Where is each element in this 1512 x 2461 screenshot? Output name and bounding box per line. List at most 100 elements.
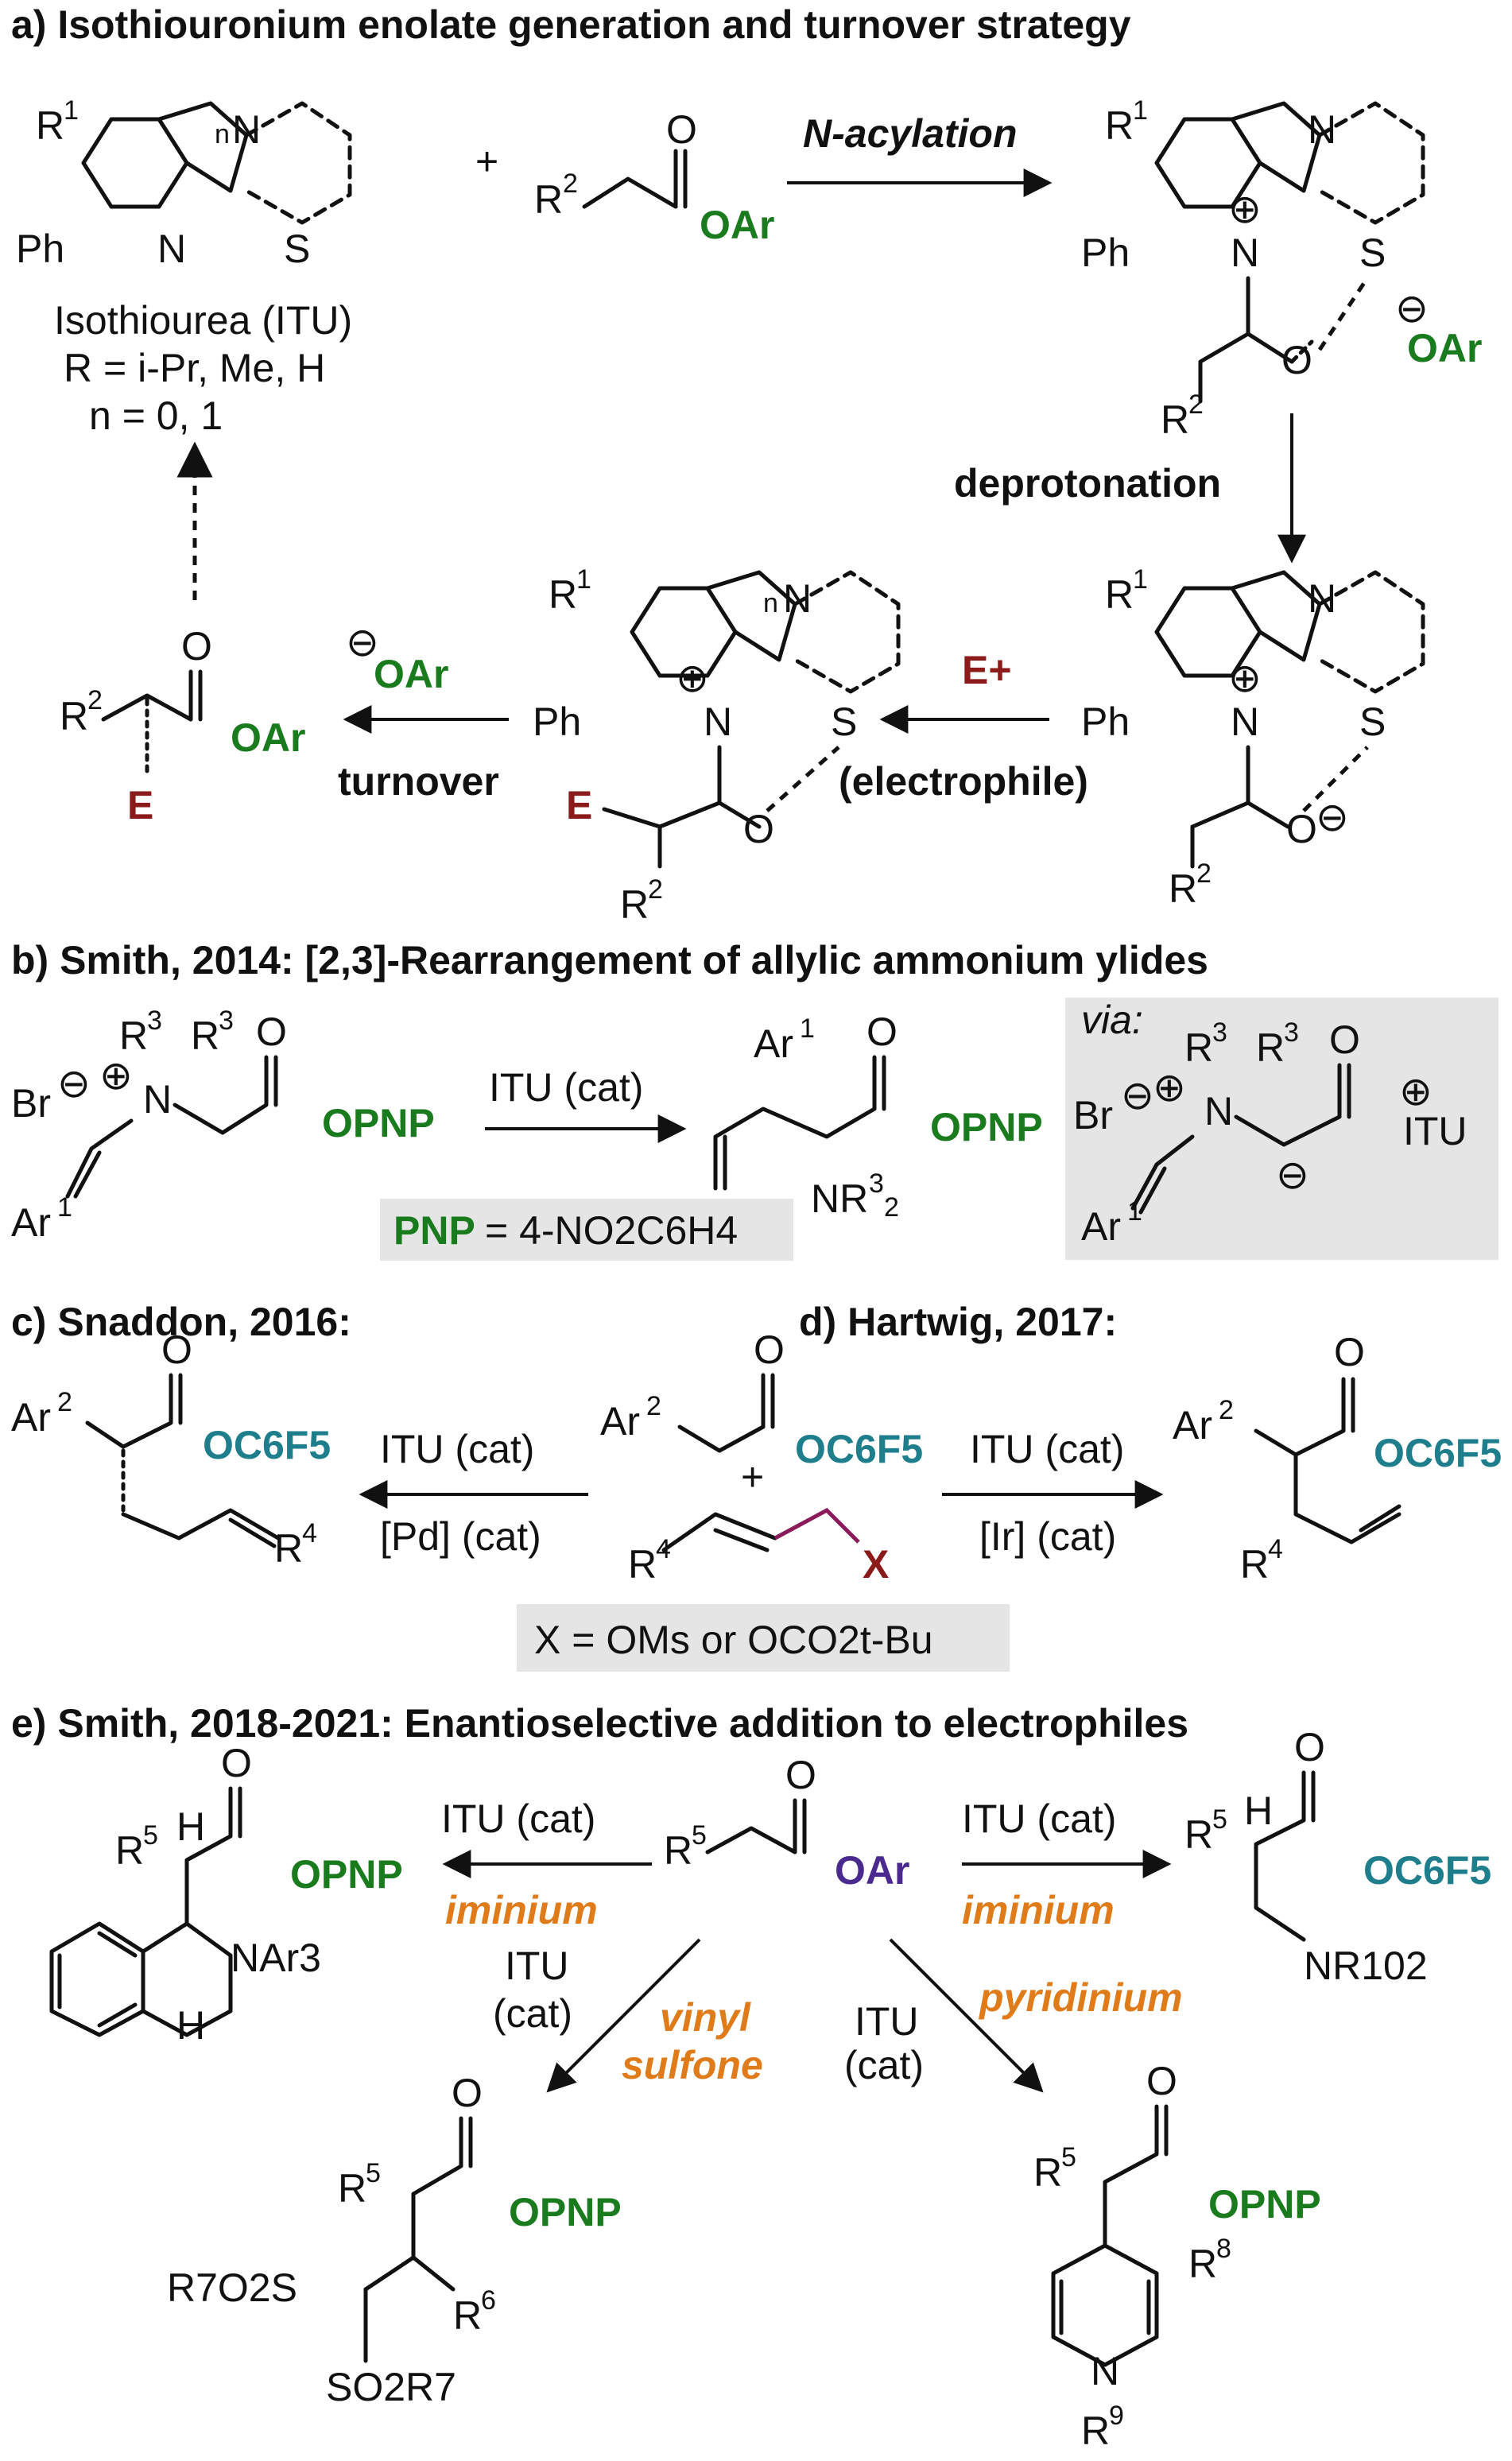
svg-text:R: R xyxy=(620,882,649,927)
svg-text:R: R xyxy=(60,694,88,738)
svg-text:S: S xyxy=(284,227,310,271)
svg-text:R: R xyxy=(1081,2409,1110,2453)
pyridinium-label: pyridinium xyxy=(978,1975,1183,2020)
svg-text:⊕: ⊕ xyxy=(1153,1065,1186,1110)
svg-text:+: + xyxy=(475,139,498,184)
svg-text:N: N xyxy=(143,1077,172,1122)
svg-text:N: N xyxy=(232,107,261,152)
svg-text:NR: NR xyxy=(811,1176,868,1221)
svg-text:n: n xyxy=(215,119,230,149)
svg-text:O: O xyxy=(452,2071,483,2115)
svg-text:Ph: Ph xyxy=(533,700,581,744)
svg-text:1: 1 xyxy=(1127,1196,1142,1227)
panel-d-reagent-top: ITU (cat) xyxy=(970,1427,1124,1471)
svg-text:R: R xyxy=(1033,2150,1062,2195)
svg-text:Ar: Ar xyxy=(1173,1403,1212,1448)
svg-text:OPNP: OPNP xyxy=(290,1852,403,1897)
svg-text:3: 3 xyxy=(147,1006,162,1036)
svg-text:N: N xyxy=(783,576,812,621)
panel-e-heading: e) Smith, 2018-2021: Enantioselective ad… xyxy=(11,1701,1188,1746)
svg-text:OC6F5: OC6F5 xyxy=(1363,1848,1491,1893)
svg-text:+: + xyxy=(741,1455,764,1499)
itu-n-definition: n = 0, 1 xyxy=(89,393,223,438)
alkylated-acyl-ammonium-structure: R1 Ph N ⊕ S N n O E R2 xyxy=(533,564,898,927)
isothiouronium-enolate-structure: R1 Ph N ⊕ S N O ⊖ R2 xyxy=(1081,564,1423,911)
svg-text:O: O xyxy=(1281,338,1312,382)
svg-text:9: 9 xyxy=(1109,2401,1124,2431)
svg-text:OPNP: OPNP xyxy=(1208,2182,1321,2227)
vinyl-label: vinyl xyxy=(660,1995,751,2040)
svg-text:H: H xyxy=(176,2003,205,2048)
svg-text:O: O xyxy=(256,1010,287,1054)
pyridinium-reagent-2: (cat) xyxy=(844,2043,924,2087)
svg-text:⊖: ⊖ xyxy=(346,620,379,665)
electrophile-step-label: (electrophile) xyxy=(839,759,1088,804)
x-definition-box xyxy=(517,1604,1010,1672)
svg-text:Ar: Ar xyxy=(1081,1204,1121,1249)
svg-text:O: O xyxy=(1334,1330,1365,1374)
svg-text:O: O xyxy=(1329,1017,1360,1062)
svg-text:⊖: ⊖ xyxy=(1395,286,1429,331)
panel-a-heading: a) Isothiouronium enolate generation and… xyxy=(11,2,1131,47)
svg-text:R: R xyxy=(115,1828,144,1873)
n-acylation-label: N-acylation xyxy=(803,111,1018,156)
svg-text:R: R xyxy=(274,1526,303,1571)
itu-r-definition: R = i-Pr, Me, H xyxy=(64,346,325,390)
turnover-label: turnover xyxy=(338,759,499,804)
pyridinium-reagent-1: ITU xyxy=(855,1999,919,2044)
svg-text:R: R xyxy=(1240,1542,1269,1587)
svg-text:2: 2 xyxy=(884,1192,899,1223)
svg-text:5: 5 xyxy=(1212,1804,1227,1835)
svg-text:Br: Br xyxy=(1073,1093,1113,1137)
svg-text:R: R xyxy=(1169,866,1197,911)
svg-text:2: 2 xyxy=(563,169,578,199)
x-definition: X = OMs or OCO2t-Bu xyxy=(534,1618,933,1662)
svg-text:R: R xyxy=(453,2293,482,2338)
svg-text:3: 3 xyxy=(1284,1017,1299,1048)
svg-text:O: O xyxy=(754,1327,785,1372)
svg-text:O: O xyxy=(666,107,697,152)
svg-text:E: E xyxy=(127,783,153,827)
vinyl-sulfone-arrow xyxy=(546,1938,701,2093)
pnp-definition-box xyxy=(380,1199,793,1261)
svg-text:1: 1 xyxy=(57,1192,72,1223)
panel-d-heading: d) Hartwig, 2017: xyxy=(799,1300,1117,1344)
svg-text:E: E xyxy=(566,783,592,827)
svg-text:N: N xyxy=(1308,576,1336,621)
svg-text:O: O xyxy=(181,624,212,669)
panel-c-reagent-bottom: [Pd] (cat) xyxy=(380,1514,541,1559)
svg-text:N: N xyxy=(1091,2349,1119,2393)
pyridinium-arrow xyxy=(889,1938,1044,2093)
svg-text:OAr: OAr xyxy=(700,203,774,247)
svg-text:N: N xyxy=(1231,231,1259,275)
svg-text:Ph: Ph xyxy=(1081,231,1130,275)
svg-text:OC6F5: OC6F5 xyxy=(795,1427,923,1471)
svg-text:4: 4 xyxy=(1268,1534,1283,1564)
svg-text:R: R xyxy=(1188,2242,1217,2286)
electrophile-label: E+ xyxy=(962,648,1012,692)
svg-text:H: H xyxy=(1244,1789,1273,1833)
svg-text:N: N xyxy=(1204,1089,1233,1134)
svg-text:5: 5 xyxy=(143,1820,158,1851)
svg-text:OAr: OAr xyxy=(231,715,305,760)
panel-c-reagent-top: ITU (cat) xyxy=(380,1427,534,1471)
svg-text:4: 4 xyxy=(302,1518,317,1548)
svg-text:N: N xyxy=(1308,107,1336,152)
deprotonation-label: deprotonation xyxy=(954,461,1221,506)
svg-text:O: O xyxy=(1146,2059,1177,2103)
svg-text:R: R xyxy=(119,1013,148,1058)
pnp-abbrev: PNP xyxy=(394,1208,475,1253)
svg-text:R: R xyxy=(628,1542,657,1587)
svg-text:n: n xyxy=(763,588,778,618)
svg-text:N: N xyxy=(1231,700,1259,744)
aminomethyl-product: R5 H O OC6F5 NR102 xyxy=(1184,1725,1491,1988)
panel-b-heading: b) Smith, 2014: [2,3]-Rearrangement of a… xyxy=(11,938,1208,982)
svg-text:O: O xyxy=(743,807,774,851)
svg-text:⊕: ⊕ xyxy=(99,1053,133,1098)
svg-text:S: S xyxy=(1359,231,1386,275)
